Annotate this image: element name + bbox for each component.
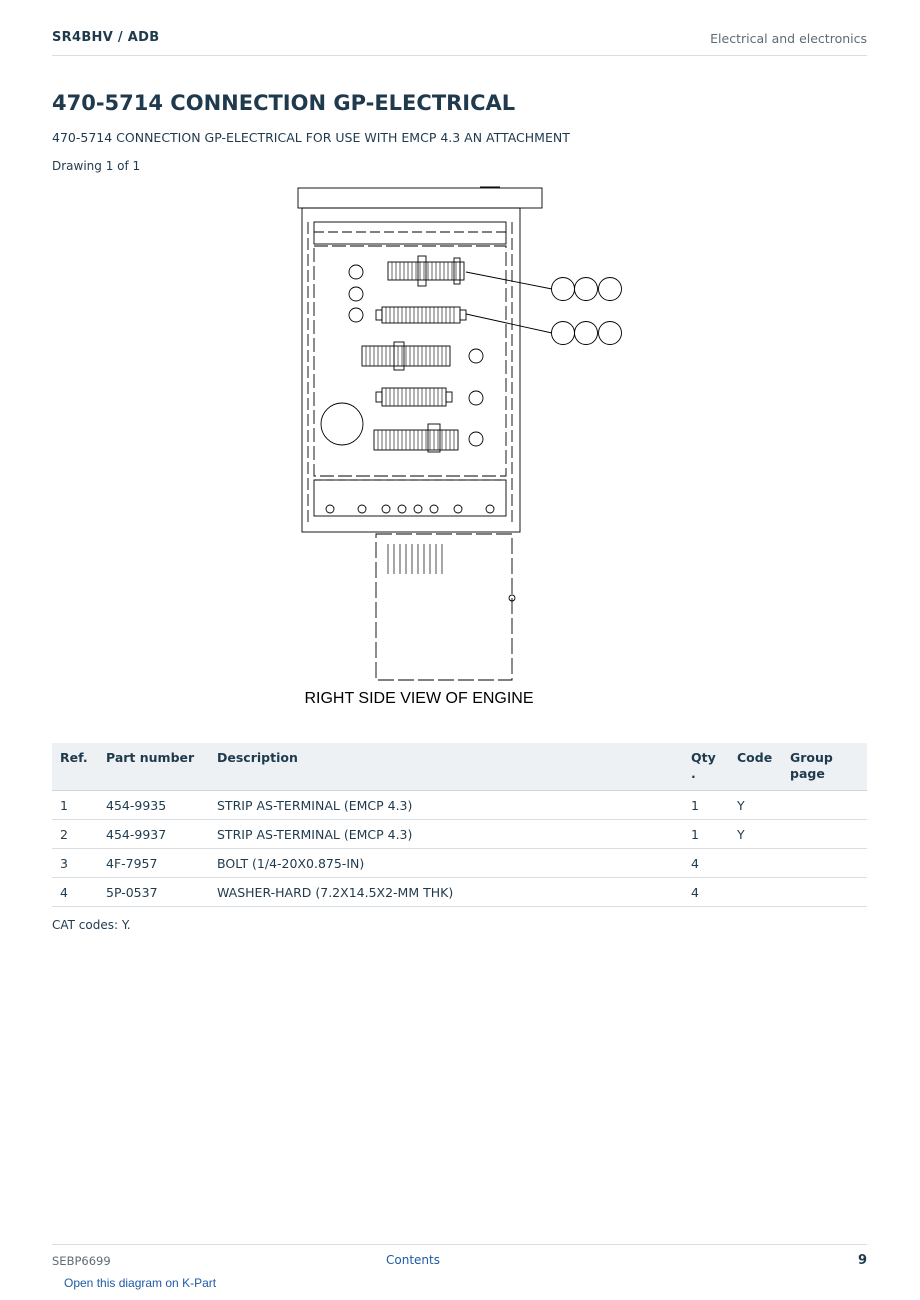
model-breadcrumb: SR4BHV / ADB — [52, 30, 160, 45]
cat-codes-note: CAT codes: Y. — [52, 918, 131, 932]
table-row: 3 4F-7957 BOLT (1/4-20X0.875-IN) 4 — [52, 848, 867, 878]
column-group-page: Group page — [782, 743, 867, 791]
callout-bubbles-2 — [551, 321, 622, 345]
cell-group-page — [782, 848, 867, 878]
terminal-strip-1 — [387, 255, 465, 287]
page-number: 9 — [857, 1253, 867, 1268]
terminal-strip-3 — [361, 341, 451, 371]
open-on-kpart-link[interactable]: Open this diagram on K-Part — [64, 1276, 217, 1290]
callout-bubbles-1 — [551, 277, 622, 301]
callout-leader-1 — [465, 271, 553, 290]
cell-description: BOLT (1/4-20X0.875-IN) — [209, 848, 683, 878]
cell-ref: 2 — [52, 819, 98, 849]
table-row: 4 5P-0537 WASHER-HARD (7.2X14.5X2-MM THK… — [52, 877, 867, 907]
section-name: Electrical and electronics — [710, 31, 867, 46]
cell-description: WASHER-HARD (7.2X14.5X2-MM THK) — [209, 877, 683, 907]
column-qty: Qty . — [683, 743, 729, 791]
drawing-label: Drawing 1 of 1 — [52, 159, 141, 173]
cell-part-number: 454-9935 — [98, 790, 209, 820]
page-title: 470-5714 CONNECTION GP-ELECTRICAL — [52, 91, 516, 115]
cell-code: Y — [729, 819, 782, 849]
parts-diagram — [290, 182, 630, 682]
terminal-strip-2 — [375, 306, 467, 324]
cell-part-number: 4F-7957 — [98, 848, 209, 878]
cell-qty: 1 — [683, 790, 729, 820]
cell-group-page — [782, 790, 867, 820]
cell-code: Y — [729, 790, 782, 820]
contents-link[interactable]: Contents — [386, 1253, 440, 1267]
cell-group-page — [782, 819, 867, 849]
diagram-drawing — [297, 186, 622, 681]
diagram-caption: RIGHT SIDE VIEW OF ENGINE — [304, 690, 534, 707]
column-description: Description — [209, 743, 683, 791]
column-part-number: Part number — [98, 743, 209, 791]
cabinet-lid-outline — [297, 187, 543, 209]
parts-table: Ref. Part number Description Qty . Code … — [52, 743, 867, 907]
callout-leader-2 — [465, 313, 553, 334]
page-footer: SEBP6699 Contents 9 — [52, 1244, 867, 1275]
cell-part-number: 454-9937 — [98, 819, 209, 849]
cell-code — [729, 877, 782, 907]
cell-description: STRIP AS-TERMINAL (EMCP 4.3) — [209, 819, 683, 849]
column-code: Code — [729, 743, 782, 791]
cell-ref: 3 — [52, 848, 98, 878]
cell-qty: 4 — [683, 877, 729, 907]
page-subtitle: 470-5714 CONNECTION GP-ELECTRICAL FOR US… — [52, 130, 570, 145]
column-ref: Ref. — [52, 743, 98, 791]
cell-ref: 1 — [52, 790, 98, 820]
cell-ref: 4 — [52, 877, 98, 907]
document-number: SEBP6699 — [52, 1254, 111, 1268]
terminal-strip-5 — [373, 423, 459, 453]
page-header: SR4BHV / ADB Electrical and electronics — [52, 28, 867, 56]
cell-qty: 1 — [683, 819, 729, 849]
cell-code — [729, 848, 782, 878]
terminal-strip-4 — [375, 387, 453, 407]
cell-qty: 4 — [683, 848, 729, 878]
table-header-row: Ref. Part number Description Qty . Code … — [52, 743, 867, 791]
cell-group-page — [782, 877, 867, 907]
table-row: 2 454-9937 STRIP AS-TERMINAL (EMCP 4.3) … — [52, 819, 867, 849]
cell-description: STRIP AS-TERMINAL (EMCP 4.3) — [209, 790, 683, 820]
cabinet-outline — [301, 207, 521, 533]
table-row: 1 454-9935 STRIP AS-TERMINAL (EMCP 4.3) … — [52, 790, 867, 820]
cell-part-number: 5P-0537 — [98, 877, 209, 907]
